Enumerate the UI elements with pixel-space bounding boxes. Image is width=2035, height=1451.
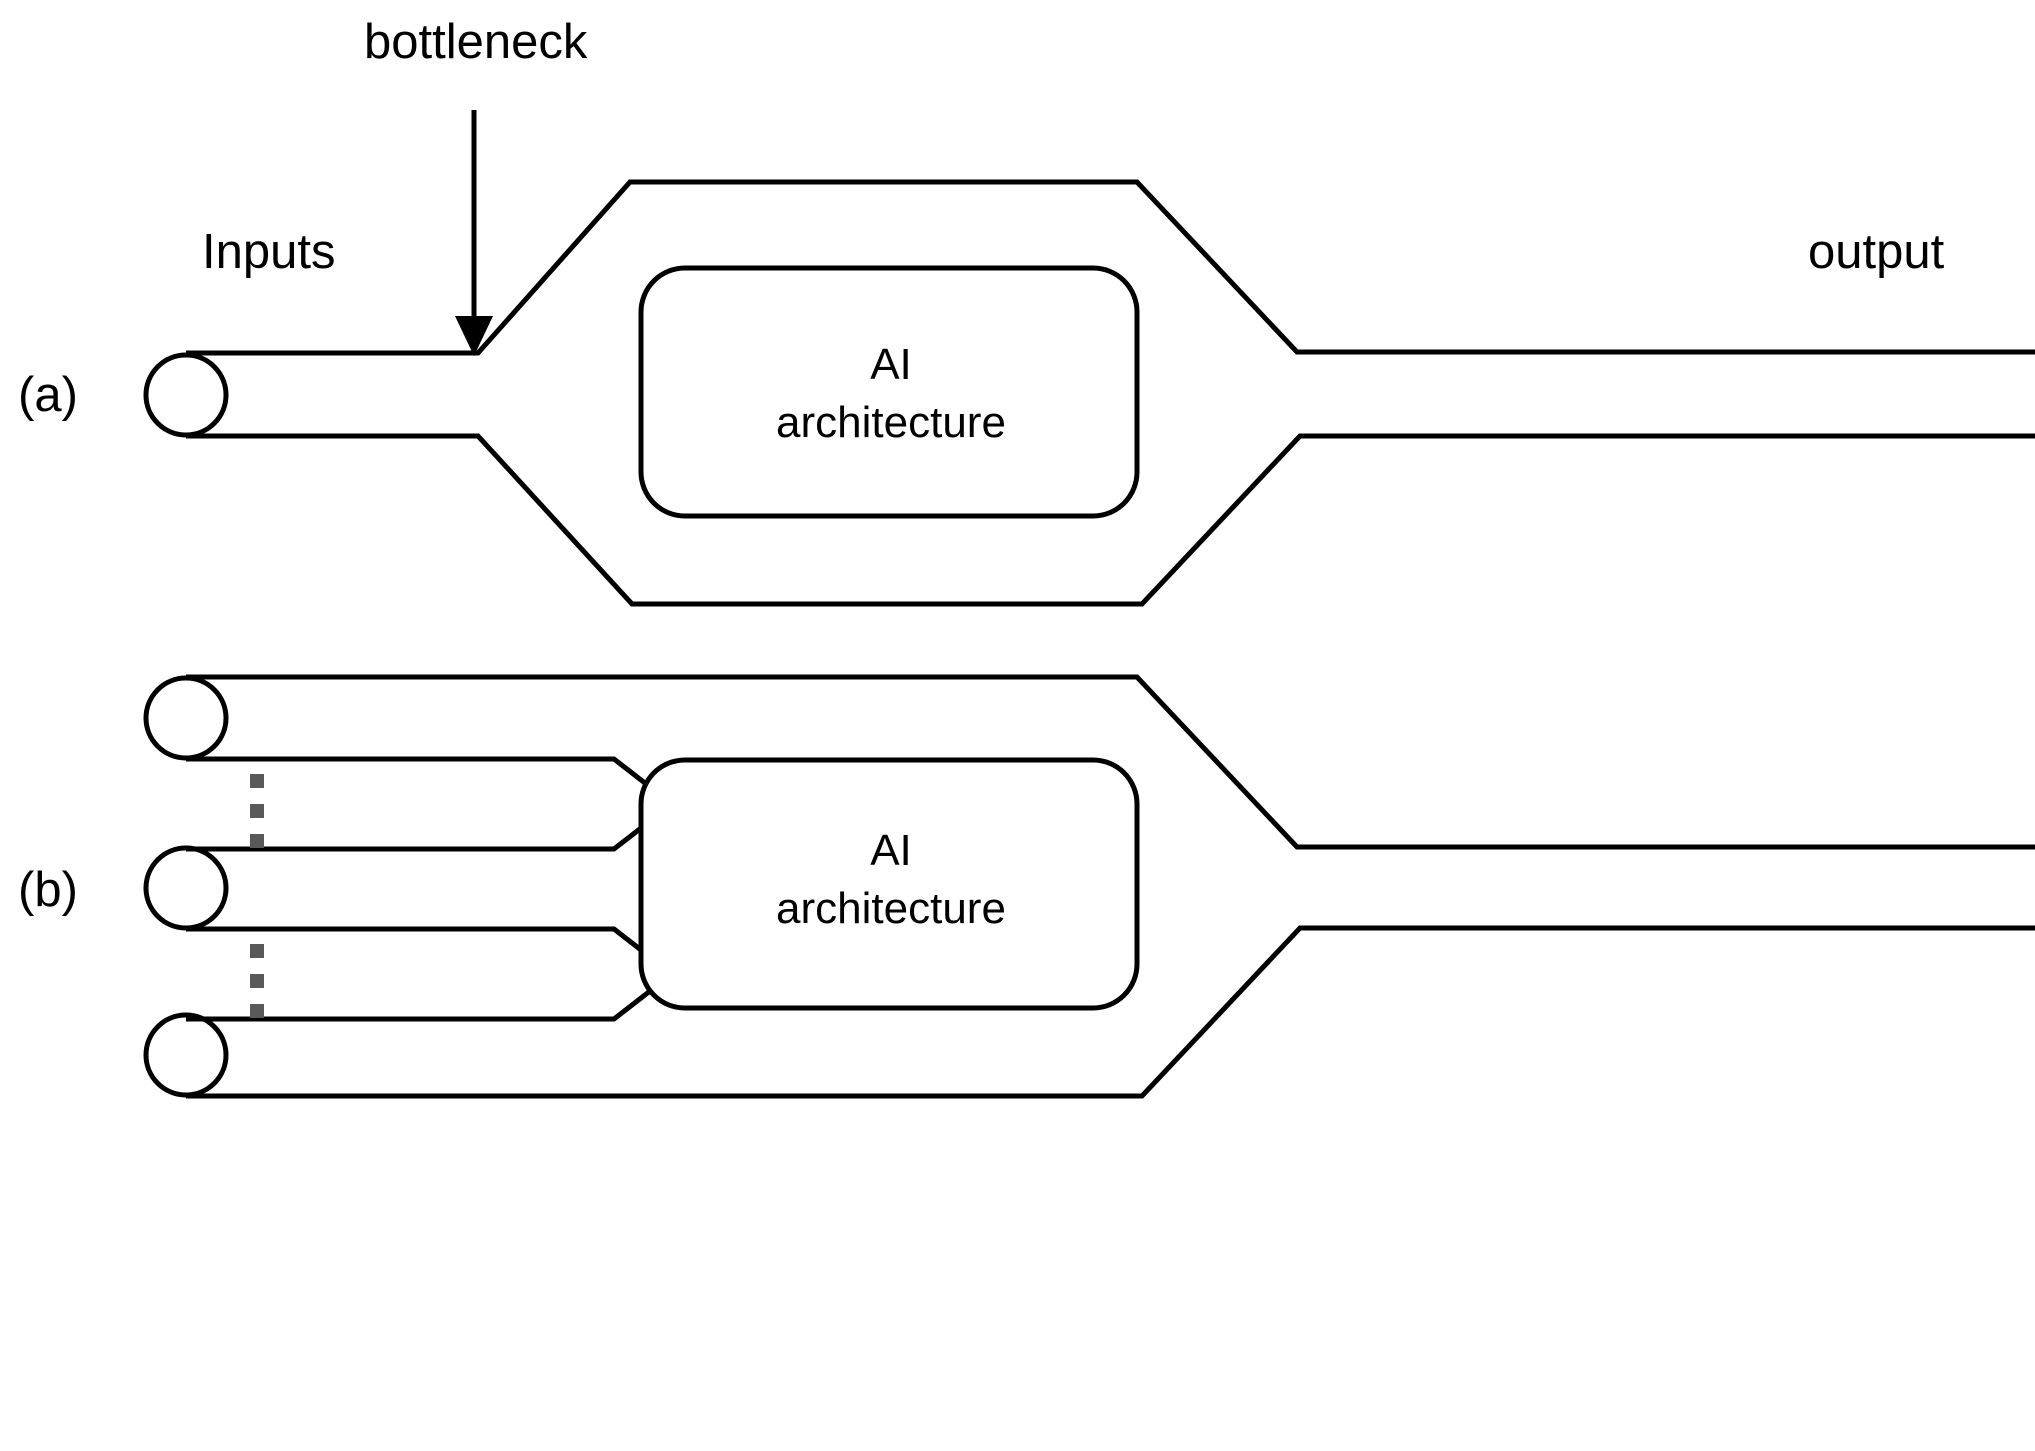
input-node-b2	[143, 845, 229, 931]
ai-architecture-line1-b: AI	[870, 826, 912, 875]
vertical-ellipsis-1	[250, 774, 264, 848]
panel-a-envelope-upper	[186, 179, 2035, 356]
ai-architecture-label-a: AI architecture	[646, 336, 1136, 452]
panel-a-group	[143, 110, 2035, 607]
ai-architecture-box-a	[638, 265, 1140, 519]
input-node-a1	[143, 352, 229, 438]
bottleneck-label: bottleneck	[364, 15, 588, 69]
ai-architecture-label-b: AI architecture	[646, 822, 1136, 938]
ai-architecture-line2-a: architecture	[776, 398, 1006, 448]
panel-b-group	[143, 674, 2035, 1099]
ai-architecture-box-b	[638, 757, 1140, 1011]
panel-b-label: (b)	[18, 863, 78, 917]
ai-architecture-line1-a: AI	[870, 340, 912, 389]
panel-b-envelope-lower	[186, 925, 2035, 1099]
bottleneck-arrow-icon	[455, 110, 493, 356]
panel-a-envelope-lower	[186, 433, 2035, 607]
vertical-ellipsis-2	[250, 944, 264, 1018]
output-label: output	[1808, 225, 1945, 279]
input-node-b3	[143, 1012, 229, 1098]
panel-a-label: (a)	[18, 368, 78, 422]
ai-architecture-line2-b: architecture	[776, 884, 1006, 934]
inputs-label: Inputs	[202, 225, 336, 279]
panel-b-envelope-upper	[186, 674, 2035, 850]
input-node-b1	[143, 675, 229, 761]
